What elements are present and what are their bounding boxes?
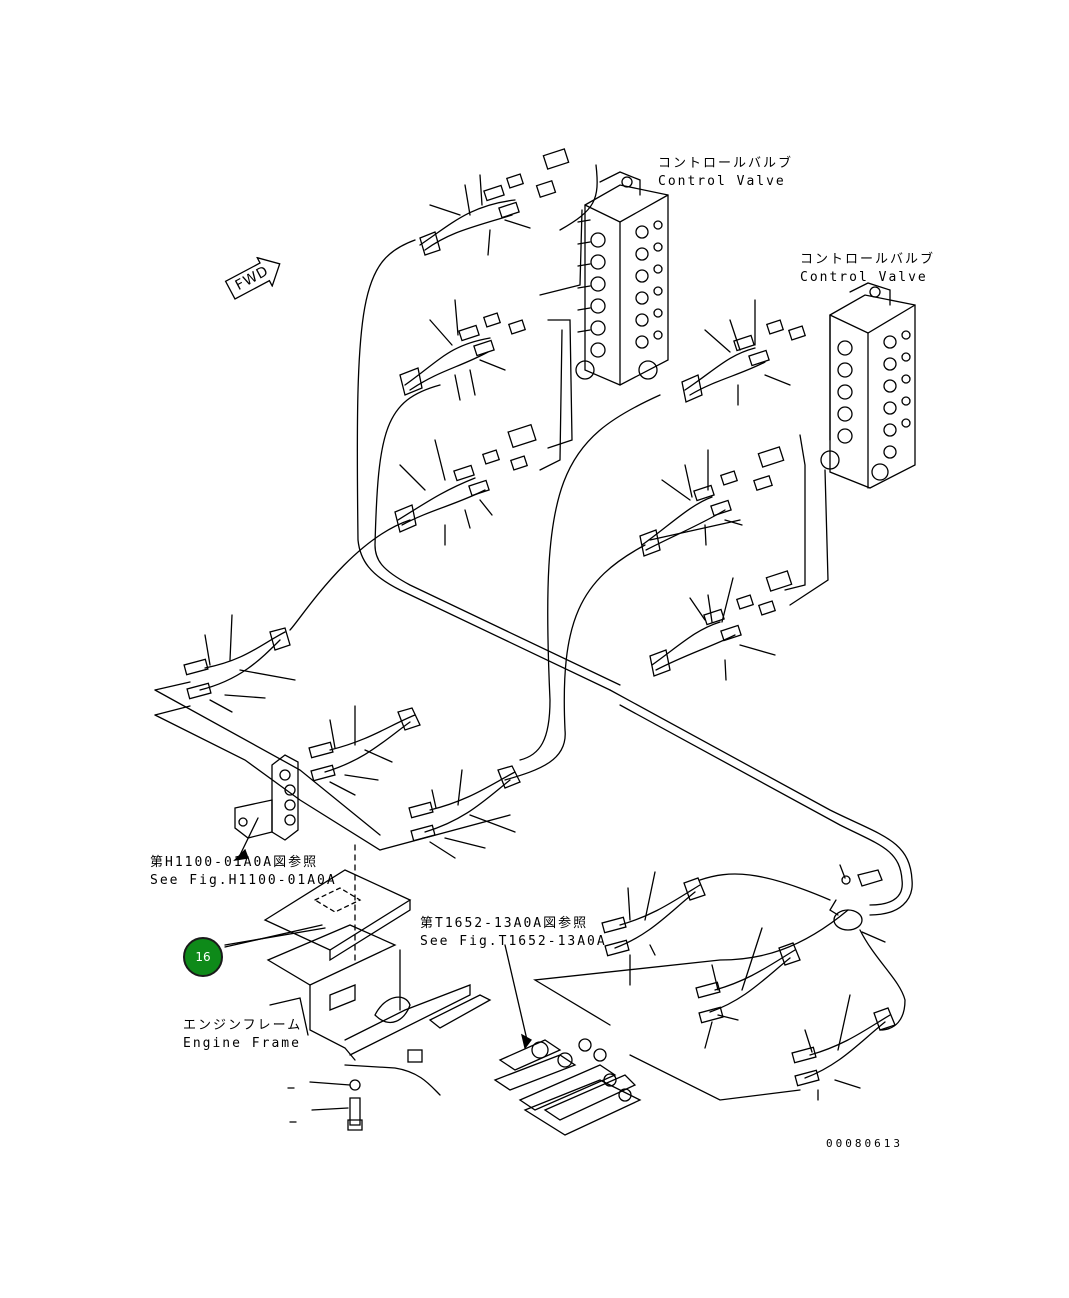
engine-frame (224, 844, 492, 1131)
ref-t1652-label-jp: 第T1652-13A0A図参照 (420, 916, 589, 931)
ref-t1652-label-en: See Fig.T1652-13A0A (420, 934, 607, 949)
control-valve-upper (575, 171, 669, 386)
hose-assembly-2 (399, 299, 527, 401)
hose-assembly-9 (408, 765, 521, 859)
engine-frame-label-en: Engine Frame (183, 1036, 301, 1051)
hose-runs (289, 164, 913, 1101)
control-valve-1-label-jp: コントロールバルブ (658, 156, 794, 171)
hose-assembly-6 (649, 570, 793, 681)
hose-assembly-4 (681, 299, 807, 406)
callout-leader (224, 924, 323, 948)
hose-assembly-3 (394, 423, 537, 546)
hose-assembly-8 (308, 705, 421, 796)
lower-manifold (493, 944, 642, 1136)
control-valve-1-label-en: Control Valve (658, 174, 786, 189)
hose-assembly-11 (695, 927, 801, 1049)
part-callout-16[interactable]: 16 (183, 937, 223, 977)
engine-frame-label-jp: エンジンフレーム (183, 1018, 303, 1033)
drawing-number: 00080613 (826, 1137, 903, 1150)
ref-h1100-label-en: See Fig.H1100-01A0A (150, 873, 337, 888)
hose-assembly-12 (791, 994, 896, 1101)
hose-assembly-7 (154, 614, 296, 716)
hose-assembly-10 (601, 871, 706, 986)
hose-assembly-1 (419, 148, 570, 256)
hose-clamp (829, 864, 886, 943)
ref-h1100-label-jp: 第H1100-01A0A図参照 (150, 855, 319, 870)
part-callout-number: 16 (195, 950, 211, 964)
forward-arrow-icon: FWD (221, 248, 288, 305)
manifold-bracket (154, 689, 511, 861)
control-valve-right (820, 282, 916, 489)
control-valve-2-label-en: Control Valve (800, 270, 928, 285)
control-valve-2-label-jp: コントロールバルブ (800, 252, 936, 267)
hose-assembly-5 (639, 446, 785, 557)
